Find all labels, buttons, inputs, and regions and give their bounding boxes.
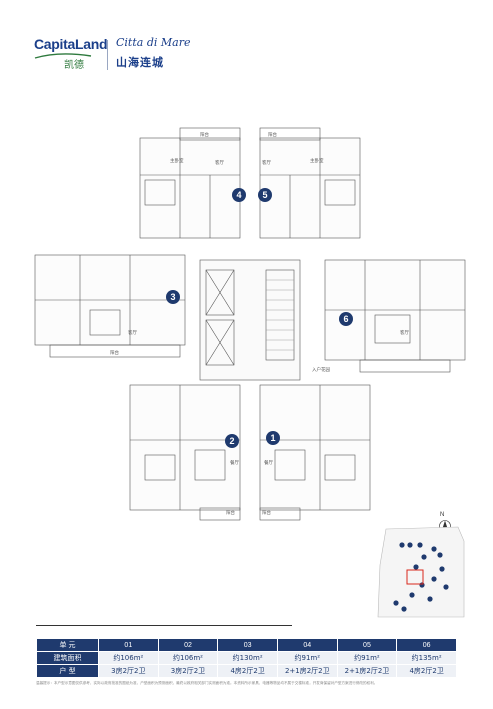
table-header-unit: 单 元 xyxy=(36,638,99,652)
table-cell-area-01: 约106m² xyxy=(98,651,159,665)
table-cell-layout-02: 3房2厅2卫 xyxy=(157,664,219,678)
room-label-balcony-1: 阳台 xyxy=(262,511,271,516)
unit-marker-1: 1 xyxy=(266,431,280,445)
room-label-living-3: 客厅 xyxy=(128,331,137,336)
table-cell-area-02: 约106m² xyxy=(157,651,219,665)
table-row-area: 建筑面积 约106m² 约106m² 约130m² 约91m² 约91m² 约1… xyxy=(36,651,457,665)
brand-divider xyxy=(107,40,108,70)
table-cell-area-03: 约130m² xyxy=(217,651,278,665)
room-label-dining-2: 餐厅 xyxy=(230,461,239,466)
unit-info-table: 单 元 01 02 03 04 05 06 建筑面积 约106m² 约106m²… xyxy=(36,638,457,678)
unit-marker-6: 6 xyxy=(339,312,353,326)
room-label-living-6: 客厅 xyxy=(400,331,409,336)
table-cell-layout-05: 2+1房2厅2卫 xyxy=(336,664,398,678)
table-row-layout: 户 型 3房2厅2卫 3房2厅2卫 4房2厅2卫 2+1房2厅2卫 2+1房2厅… xyxy=(36,664,457,678)
disclaimer-footnote: 温馨提示：本户型示意图仅供参考，实际以政府批准的图纸为准，户型面积为预测面积，最… xyxy=(36,681,378,685)
room-label-balcony-top-left: 阳台 xyxy=(200,133,209,138)
brand-header: CapitaLand 凯德 Citta di Mare 山海连城 xyxy=(34,34,294,74)
room-label-dining-1: 餐厅 xyxy=(264,461,273,466)
table-cell-layout-06: 4房2厅2卫 xyxy=(396,664,457,678)
table-cell-layout-01: 3房2厅2卫 xyxy=(98,664,159,678)
room-label-living-5: 客厅 xyxy=(262,161,271,166)
table-cell-unit-01: 01 xyxy=(98,638,159,652)
table-row-units: 单 元 01 02 03 04 05 06 xyxy=(36,638,457,652)
site-plan-map xyxy=(377,526,465,618)
table-cell-layout-03: 4房2厅2卫 xyxy=(217,664,278,678)
table-cell-unit-05: 05 xyxy=(336,638,398,652)
table-cell-area-06: 约135m² xyxy=(396,651,457,665)
room-label-balcony-2: 阳台 xyxy=(226,511,235,516)
table-cell-layout-04: 2+1房2厅2卫 xyxy=(276,664,338,678)
table-cell-area-04: 约91m² xyxy=(276,651,338,665)
floor-plan xyxy=(34,127,466,521)
table-cell-unit-02: 02 xyxy=(157,638,219,652)
table-header-layout: 户 型 xyxy=(36,664,99,678)
capitaland-wordmark: CapitaLand xyxy=(34,36,108,52)
table-header-area: 建筑面积 xyxy=(36,651,99,665)
room-label-master-5: 主卧室 xyxy=(310,159,324,164)
table-cell-unit-04: 04 xyxy=(276,638,338,652)
room-label-balcony-top-right: 阳台 xyxy=(268,133,277,138)
table-top-rule xyxy=(36,625,292,626)
citta-logo: Citta di Mare xyxy=(116,36,191,49)
room-label-garden-6: 入户花园 xyxy=(312,368,330,373)
unit-marker-5: 5 xyxy=(258,188,272,202)
capitaland-logo: CapitaLand xyxy=(34,36,108,59)
room-label-master-4: 主卧室 xyxy=(170,159,184,164)
capitaland-swoosh-icon xyxy=(34,53,92,59)
unit-marker-3: 3 xyxy=(166,290,180,304)
table-cell-unit-03: 03 xyxy=(217,638,278,652)
citta-cn: 山海连城 xyxy=(116,56,164,69)
room-label-living-4: 客厅 xyxy=(215,161,224,166)
table-cell-area-05: 约91m² xyxy=(336,651,398,665)
room-label-balcony-3: 阳台 xyxy=(110,351,119,356)
compass-north-label: N xyxy=(440,512,445,518)
capitaland-cn: 凯德 xyxy=(64,60,84,71)
unit-marker-2: 2 xyxy=(225,434,239,448)
table-cell-unit-06: 06 xyxy=(396,638,457,652)
unit-marker-4: 4 xyxy=(232,188,246,202)
